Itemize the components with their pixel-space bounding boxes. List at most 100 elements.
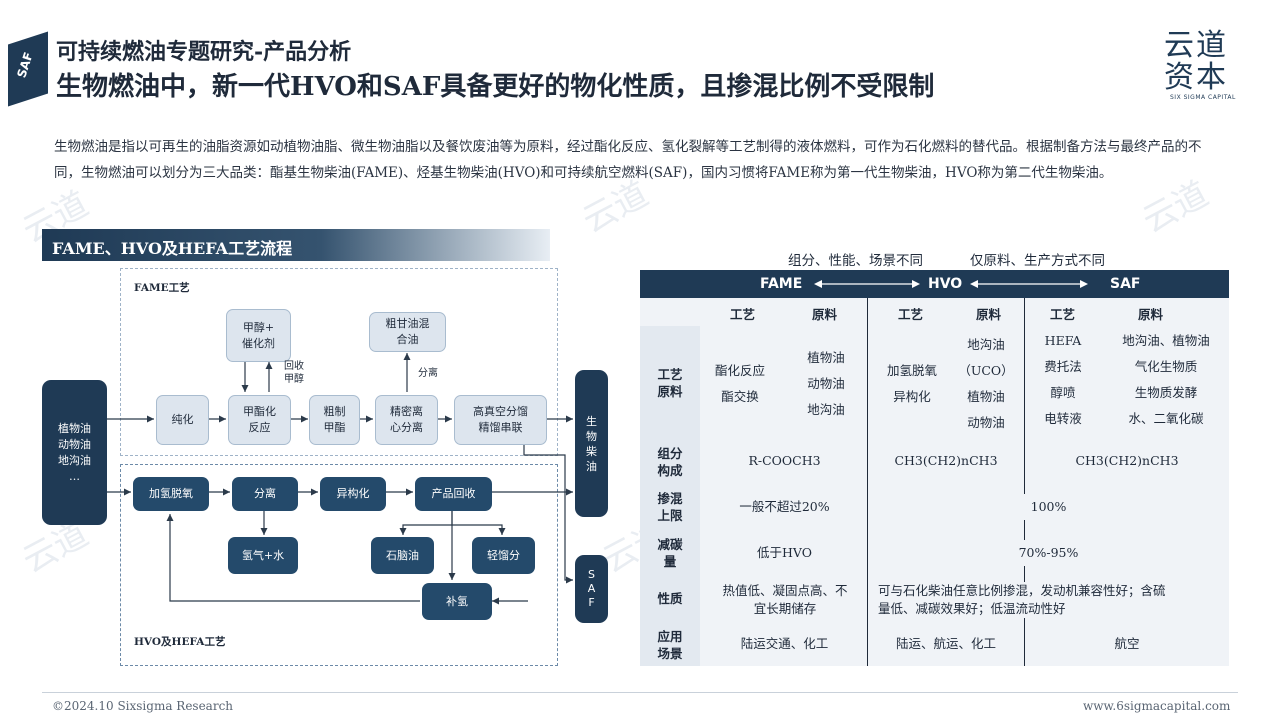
logo: 云道 资本 [1164, 30, 1228, 94]
cell-line: 地沟油 [967, 337, 1005, 352]
label-line: 上限 [657, 508, 683, 523]
cell-line: 动物油 [807, 376, 845, 391]
cell-line: 植物油 [967, 389, 1005, 404]
centrifuge-line: 精密离 [390, 405, 423, 418]
distill-line: 高真空分馏 [473, 405, 528, 418]
fame-raw-cell: 植物油 动物油 地沟油 [792, 345, 860, 423]
esterification-box: 甲酯化 反应 [228, 395, 291, 445]
product-recovery-box: 产品回收 [415, 477, 492, 511]
separation-box: 分离 [232, 477, 298, 511]
footer-divider [42, 692, 1238, 693]
catalyst-line: 催化剂 [242, 336, 275, 350]
centrifuge-line: 心分离 [390, 421, 423, 434]
glycerin-line: 合油 [396, 333, 419, 346]
saf-scene-cell: 航空 [1114, 636, 1140, 651]
cell-line: 地沟油 [807, 402, 845, 417]
output-char: 柴 [586, 444, 597, 458]
logo-line2: 资本 [1164, 60, 1228, 95]
glycerin-line: 粗甘油混 [385, 317, 430, 330]
cell-line: HEFA [1044, 333, 1082, 348]
row-label-process: 工艺 原料 [640, 366, 700, 400]
cell-line: 异构化 [893, 389, 931, 404]
saf-component-cell: CH3(CH2)nCH3 [1075, 453, 1179, 468]
caption-fame-hvo: 组分、性能、场景不同 [788, 253, 923, 269]
saf-output-box: S A F [575, 555, 608, 623]
section-title: FAME、HVO及HEFA工艺流程 [52, 239, 293, 258]
hydrogen-supplement-box: 补氢 [422, 583, 492, 620]
glycerin-box: 粗甘油混 合油 [369, 312, 446, 352]
label-line: 量 [663, 554, 677, 569]
sub-process: 工艺 [898, 307, 924, 322]
label-line: 工艺 [657, 367, 683, 382]
saf-process-cell: HEFA 费托法 醇喷 电转液 [1030, 328, 1096, 432]
sub-raw: 原料 [812, 307, 838, 322]
hvo-saf-carbon-cell: 70%-95% [868, 540, 1229, 566]
cell-line: 生物质发酵 [1134, 385, 1198, 400]
cell-line: 电转液 [1044, 411, 1082, 426]
sub-process: 工艺 [730, 307, 756, 322]
cell-line: 气化生物质 [1134, 359, 1198, 374]
naphtha-box: 石脑油 [371, 537, 434, 574]
cell-line: 醇喷 [1050, 385, 1076, 400]
output-char: S [588, 568, 595, 581]
distill-box: 高真空分馏 精馏串联 [454, 395, 547, 445]
cell-line: 宜长期储存 [753, 601, 817, 616]
output-char: 油 [586, 459, 597, 473]
row-label-blend: 掺混 上限 [640, 490, 700, 524]
fame-property-cell: 热值低、凝固点高、不 宜长期储存 [704, 582, 866, 618]
crude-line: 甲酯 [323, 421, 346, 434]
hvo-component-cell: CH3(CH2)nCH3 [894, 453, 998, 468]
ester-line: 反应 [248, 421, 271, 434]
sub-process: 工艺 [1050, 307, 1076, 322]
fame-process-label: FAME工艺 [134, 282, 190, 294]
isomerization-box: 异构化 [320, 477, 386, 511]
row-label-property: 性质 [640, 590, 700, 607]
section-bar [42, 229, 550, 261]
input-line: 地沟油 [58, 453, 91, 467]
hvo-raw-cell: 地沟油 （UCO） 植物油 动物油 [950, 332, 1022, 436]
cell-line: 量低、减碳效果好；低温流动性好 [878, 601, 1066, 616]
cell-line: （UCO） [958, 363, 1014, 378]
saf-raw-cell: 地沟油、植物油 气化生物质 生物质发酵 水、二氧化碳 [1104, 328, 1228, 432]
cell-line: 植物油 [807, 350, 845, 365]
footer-website[interactable]: www.6sigmacapital.com [1083, 699, 1231, 713]
fame-blend-cell: 一般不超过20% [739, 499, 830, 514]
page-subtitle: 生物燃油中，新一代HVO和SAF具备更好的物化性质，且掺混比例不受限制 [56, 72, 935, 102]
input-line: … [69, 469, 80, 483]
hydrogen-water-box: 氢气+水 [228, 537, 298, 574]
intro-paragraph: 生物燃油是指以可再生的油脂资源如动植物油脂、微生物油脂以及餐饮废油等为原料，经过… [54, 139, 1202, 181]
centrifuge-box: 精密离 心分离 [375, 395, 438, 445]
hvo-process-label: HVO及HEFA工艺 [134, 636, 226, 648]
distill-line: 精馏串联 [478, 421, 523, 434]
page-title: 可持续燃油专题研究-产品分析 [56, 39, 352, 65]
cell-line: 费托法 [1044, 359, 1082, 374]
divider-fame-hvo [867, 298, 868, 666]
sub-header-row [640, 298, 1229, 326]
sub-raw: 原料 [976, 307, 1002, 322]
sub-raw: 原料 [1138, 307, 1164, 322]
label-line: 构成 [657, 463, 683, 478]
label-line: 应用 [657, 629, 683, 644]
catalyst-box: 甲醇+ 催化剂 [226, 309, 291, 362]
biodiesel-output-box: 生 物 柴 油 [575, 370, 608, 517]
output-char: F [588, 596, 595, 609]
recycle-note: 回收 甲醇 [284, 360, 304, 386]
cell-line: 酯交换 [721, 389, 759, 404]
fame-process-frame [120, 268, 558, 456]
label-line: 场景 [657, 646, 683, 661]
separate-note: 分离 [418, 368, 438, 379]
col-hvo: HVO [928, 276, 963, 292]
recycle-line: 回收 [284, 361, 304, 372]
divider-hvo-saf [1024, 298, 1025, 666]
hvo-saf-property-cell: 可与石化柴油任意比例掺混，发动机兼容性好；含硫 量低、减碳效果好；低温流动性好 [868, 582, 1229, 618]
row-label-carbon: 减碳 量 [640, 536, 700, 570]
hvo-saf-blend-cell: 100% [868, 494, 1229, 520]
label-line: 减碳 [657, 537, 683, 552]
row-label-scene: 应用 场景 [640, 628, 700, 662]
hvo-process-cell: 加氢脱氧 异构化 [876, 358, 948, 410]
crude-line: 粗制 [323, 405, 346, 418]
output-char: A [587, 582, 596, 595]
table-header [640, 270, 1229, 298]
fame-scene-cell: 陆运交通、化工 [740, 636, 829, 651]
logo-english: SIX SIGMA CAPITAL [1170, 94, 1236, 101]
